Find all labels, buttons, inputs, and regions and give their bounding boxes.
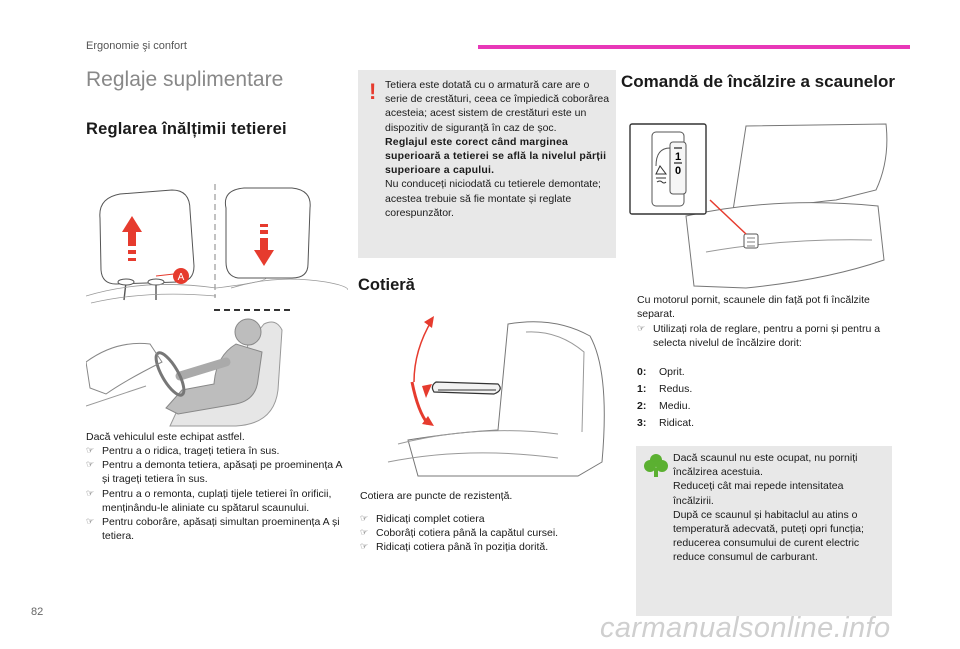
- level-label: Ridicat.: [659, 417, 695, 429]
- warning-box: [358, 70, 616, 258]
- list-item: Pentru a demonta tetiera, apăsați pe pro…: [86, 458, 348, 486]
- seat-heating-illustration: 1 0: [629, 123, 888, 289]
- level-key: 3:: [637, 417, 647, 429]
- level-row: 1: Redus.: [637, 381, 694, 398]
- level-key: 0:: [637, 366, 647, 378]
- armrest-illustration: [387, 316, 605, 477]
- list-item: Pentru a o remonta, cuplați tijele tetie…: [86, 487, 348, 515]
- armrest-steps: Ridicați complet cotiera Coborâți cotier…: [360, 512, 616, 555]
- page-title: Reglaje suplimentare: [86, 68, 284, 91]
- list-item: Coborâți cotiera până la capătul cursei.: [360, 526, 616, 540]
- armrest-intro: Cotiera are puncte de rezistență.: [360, 490, 513, 502]
- level-label: Oprit.: [659, 366, 685, 378]
- heating-steps: Utilizați rola de reglare, pentru a porn…: [637, 322, 895, 350]
- list-item: Pentru a o ridica, trageți tetiera în su…: [86, 444, 348, 458]
- list-item: Ridicați complet cotiera: [360, 512, 616, 526]
- dial-level-0: 0: [675, 165, 681, 177]
- level-row: 2: Mediu.: [637, 398, 694, 415]
- level-label: Redus.: [659, 383, 693, 395]
- marker-a-label: A: [178, 272, 185, 283]
- armrest-heading: Cotieră: [358, 276, 415, 294]
- heating-heading: Comandă de încălzire a scaunelor: [621, 72, 895, 91]
- heating-intro: Cu motorul pornit, scaunele din față pot…: [637, 294, 870, 321]
- watermark: carmanualsonline.info: [600, 612, 891, 644]
- warning-icon: !: [369, 79, 377, 104]
- warning-text: Tetiera este dotată cu o armatură care a…: [385, 78, 610, 220]
- level-row: 3: Ridicat.: [637, 415, 694, 432]
- warning-paragraph: Tetiera este dotată cu o armatură care a…: [385, 79, 610, 134]
- level-row: 0: Oprit.: [637, 364, 694, 381]
- list-item: Pentru coborâre, apăsați simultan proemi…: [86, 515, 348, 543]
- headrest-illustration: A: [86, 184, 348, 304]
- warning-paragraph: Nu conduceți niciodată cu tetierele demo…: [385, 178, 601, 219]
- headrest-intro: Dacă vehiculul este echipat astfel.: [86, 431, 245, 443]
- driver-seat-illustration: [86, 309, 292, 427]
- dial-level-1: 1: [675, 151, 681, 163]
- eco-tip-text: Dacă scaunul nu este ocupat, nu porniți …: [673, 452, 864, 564]
- page-number: 82: [31, 606, 44, 618]
- warning-emphasis: Reglajul este corect când marginea super…: [385, 135, 607, 177]
- headrest-steps: Pentru a o ridica, trageți tetiera în su…: [86, 444, 348, 543]
- level-key: 1:: [637, 383, 647, 395]
- list-item: Ridicați cotiera până în poziția dorită.: [360, 540, 616, 554]
- eco-tree-icon: [644, 454, 668, 477]
- level-key: 2:: [637, 400, 647, 412]
- eco-tip-box: [636, 446, 892, 616]
- heating-levels: 0: Oprit. 1: Redus. 2: Mediu. 3: Ridicat.: [637, 364, 694, 432]
- level-label: Mediu.: [659, 400, 691, 412]
- list-item: Utilizați rola de reglare, pentru a porn…: [637, 322, 895, 350]
- section-accent-bar: [478, 45, 910, 49]
- headrest-heading: Reglarea înălțimii tetierei: [86, 120, 287, 138]
- section-label: Ergonomie şi confort: [86, 40, 187, 52]
